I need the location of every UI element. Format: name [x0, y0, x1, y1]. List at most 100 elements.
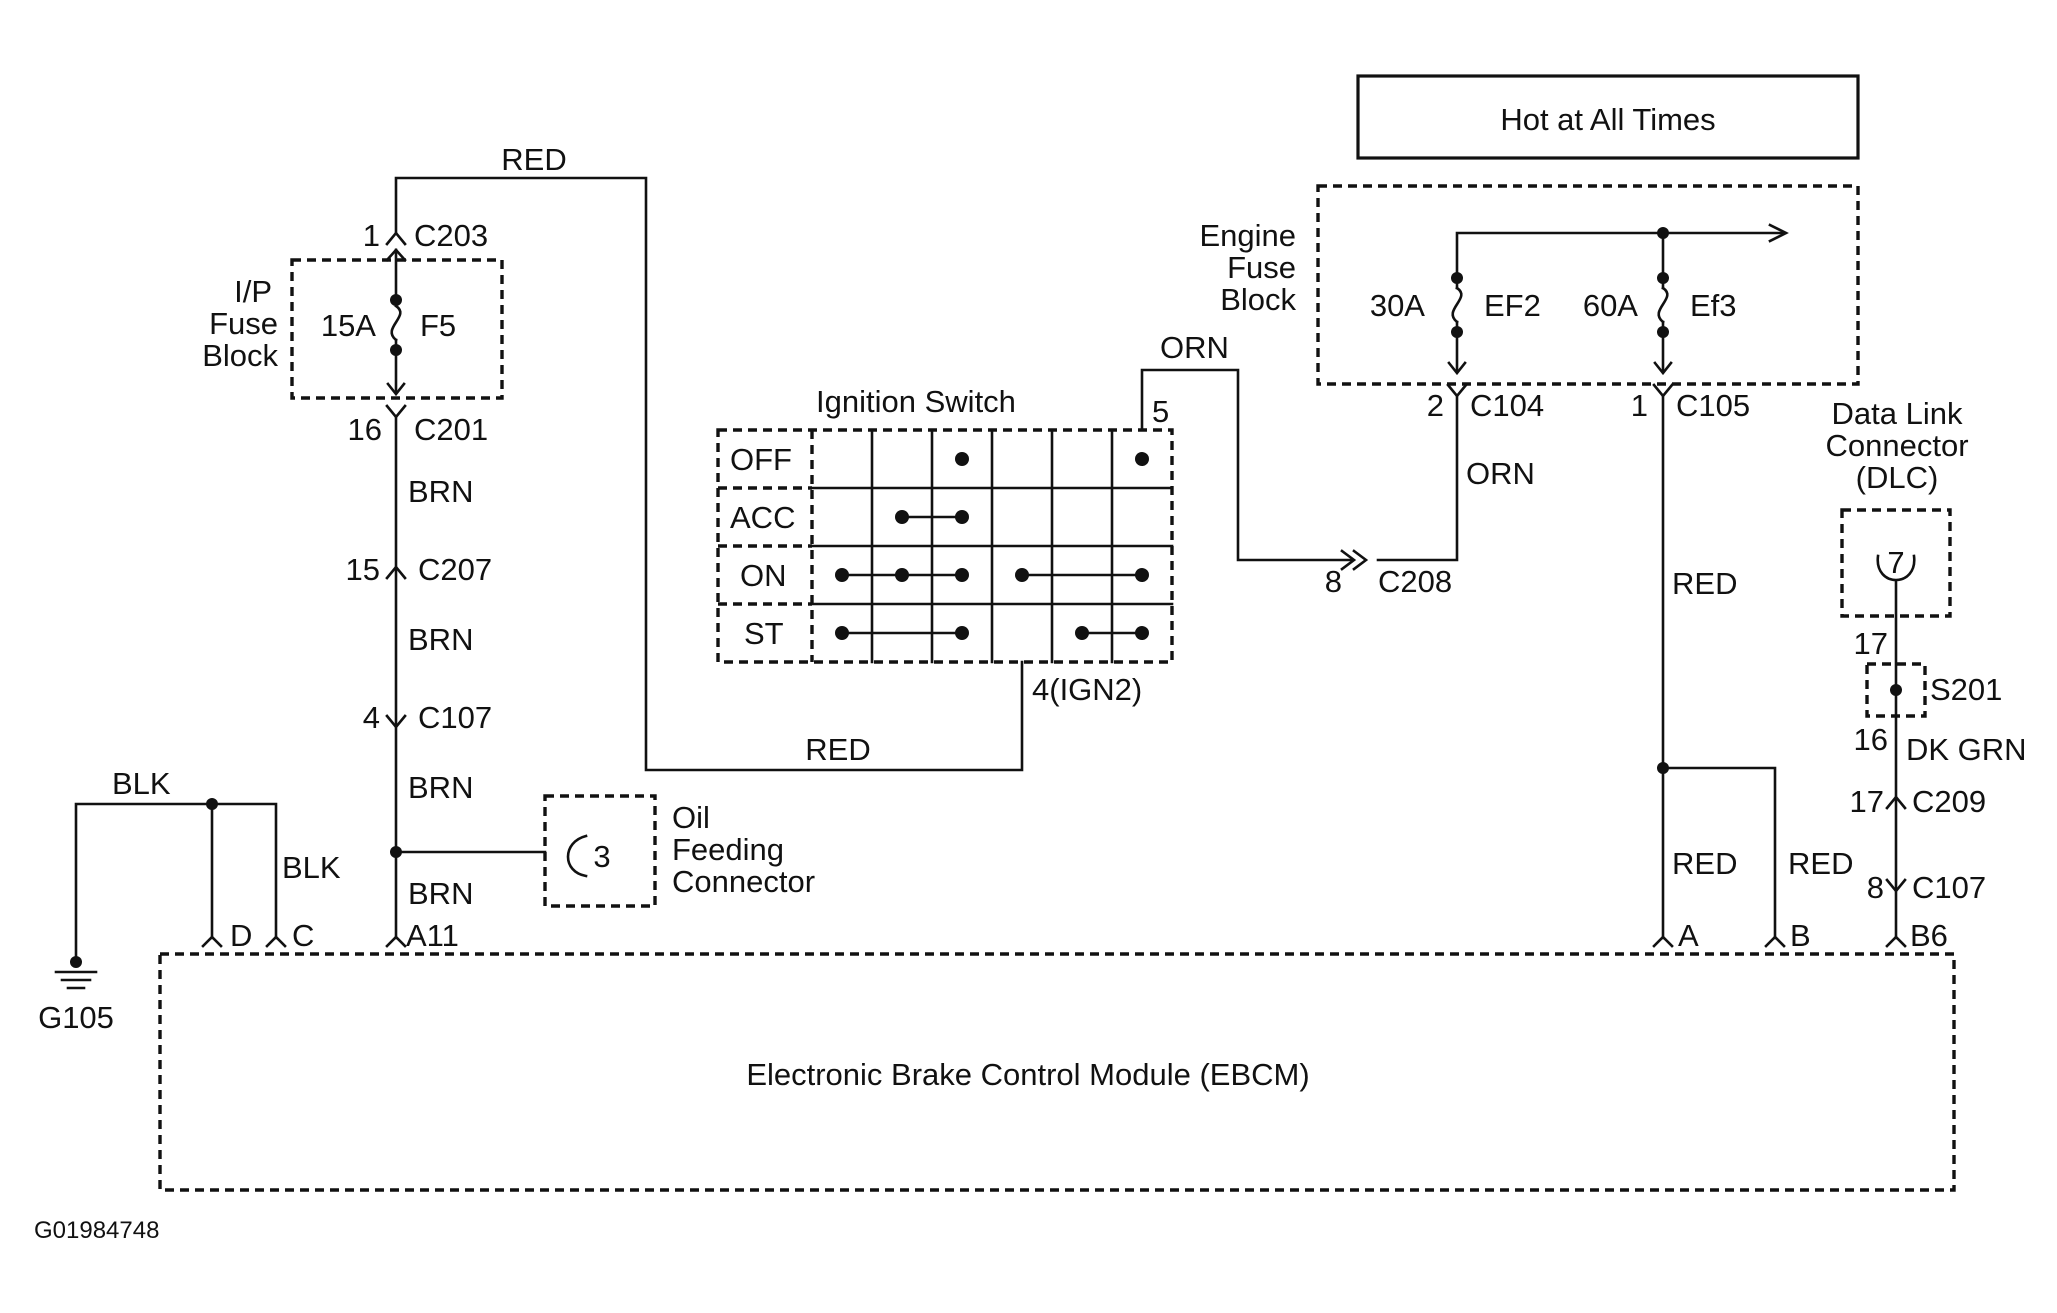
ignition-row-acc: ACC — [730, 500, 795, 535]
wire-brn-1-label: BRN — [408, 474, 473, 509]
splice-s201-pin-bottom: 16 — [1854, 722, 1888, 757]
ebcm-pin-b6: B6 — [1910, 918, 1948, 953]
fuse-f5 — [385, 248, 407, 397]
wire-brn-2-label: BRN — [408, 622, 473, 657]
fuse-ef3-rating: 60A — [1583, 288, 1638, 323]
dlc-label-line3: (DLC) — [1856, 460, 1939, 495]
oil-connector-label-line2: Feeding — [672, 832, 784, 867]
dlc-pin: 7 — [1887, 545, 1904, 580]
connector-c105 — [1652, 383, 1674, 399]
oil-connector-socket-icon — [566, 834, 588, 878]
connector-c203-name: C203 — [414, 218, 488, 253]
connector-c203 — [385, 230, 407, 246]
connector-c209-name: C209 — [1912, 784, 1986, 819]
wire-red-b-label: RED — [1788, 846, 1853, 881]
connector-c207-name: C207 — [418, 552, 492, 587]
dlc-label-line2: Connector — [1825, 428, 1968, 463]
fuse-f5-id: F5 — [420, 308, 456, 343]
oil-feeding-connector-box — [543, 794, 657, 908]
ground-label: G105 — [38, 1000, 114, 1035]
dlc-label-line1: Data Link — [1832, 396, 1963, 431]
fuse-ef3-id: Ef3 — [1690, 288, 1737, 323]
connector-c104-name: C104 — [1470, 388, 1544, 423]
oil-connector-pin: 3 — [593, 839, 610, 874]
wire-brn-3-label: BRN — [408, 770, 473, 805]
connector-c107-left — [385, 714, 407, 730]
wire-blk-top-label: BLK — [112, 766, 171, 801]
wire-red-c105-label: RED — [1672, 566, 1737, 601]
oil-connector-label-line1: Oil — [672, 800, 710, 835]
connector-c201-name: C201 — [414, 412, 488, 447]
wire-blk-ground — [74, 802, 278, 962]
ground-icon — [54, 956, 98, 990]
ebcm-pin-a11: A11 — [406, 918, 459, 953]
figure-id: G01984748 — [34, 1217, 159, 1244]
ignition-switch-title: Ignition Switch — [816, 384, 1016, 419]
connector-c104-pin: 2 — [1427, 388, 1444, 423]
fuse-ef3 — [1653, 231, 1673, 376]
connector-c201-pin: 16 — [348, 412, 382, 447]
fuse-ef2 — [1447, 272, 1467, 376]
connector-c107-right — [1885, 878, 1907, 894]
splice-brn-dot — [390, 846, 402, 858]
splice-s201-dot — [1890, 684, 1902, 696]
connector-c105-pin: 1 — [1631, 388, 1648, 423]
wire-blk-side-label: BLK — [282, 850, 341, 885]
ebcm-pin-terminals — [201, 935, 1907, 948]
hot-at-all-times-label: Hot at All Times — [1500, 102, 1715, 137]
wire-red-ign-label: RED — [805, 732, 870, 767]
ebcm-pin-d: D — [230, 918, 252, 953]
ignition-contacts — [835, 452, 1149, 640]
connector-c207-pin: 15 — [346, 552, 380, 587]
wire-red-top-label: RED — [501, 142, 566, 177]
connector-c105-name: C105 — [1676, 388, 1750, 423]
ebcm-pin-b: B — [1790, 918, 1811, 953]
ebcm-pin-a: A — [1678, 918, 1699, 953]
connector-c107-left-name: C107 — [418, 700, 492, 735]
engine-fuse-bus — [1455, 223, 1789, 280]
fuse-ef2-rating: 30A — [1370, 288, 1425, 323]
fuse-ef2-id: EF2 — [1484, 288, 1541, 323]
ignition-pin-top: 5 — [1152, 394, 1169, 429]
ip-fuse-block-label-line2: Fuse — [209, 306, 278, 341]
splice-red-dot — [1657, 762, 1669, 774]
engine-fuse-block-label-line1: Engine — [1199, 218, 1296, 253]
ignition-row-st: ST — [744, 616, 784, 651]
bus-arrow-icon — [1768, 223, 1789, 243]
ignition-pin-bottom: 4(IGN2) — [1032, 672, 1142, 707]
connector-c209 — [1885, 794, 1907, 810]
splice-s201-name: S201 — [1930, 672, 2002, 707]
ip-fuse-block-label-line1: I/P — [234, 274, 272, 309]
connector-c107-right-name: C107 — [1912, 870, 1986, 905]
wire-orn-c104-label: ORN — [1466, 456, 1535, 491]
ignition-row-on: ON — [740, 558, 787, 593]
engine-fuse-block-label-line3: Block — [1220, 282, 1296, 317]
wire-orn-top-label: ORN — [1160, 330, 1229, 365]
engine-fuse-block-label-line2: Fuse — [1227, 250, 1296, 285]
ip-fuse-block-label-line3: Block — [202, 338, 278, 373]
wire-red-ebcm-b — [1661, 766, 1777, 940]
ignition-row-off: OFF — [730, 442, 792, 477]
connector-c209-pin: 17 — [1850, 784, 1884, 819]
connector-c208-pin: 8 — [1325, 564, 1342, 599]
connector-c208 — [1340, 549, 1369, 571]
ebcm-label: Electronic Brake Control Module (EBCM) — [746, 1057, 1309, 1092]
ebcm-box — [158, 952, 1956, 1192]
ebcm-pin-c: C — [292, 918, 314, 953]
fuse-f5-rating: 15A — [321, 308, 376, 343]
connector-c203-pin: 1 — [363, 218, 380, 253]
wire-orn-ignition-c208 — [1140, 368, 1354, 562]
connector-c107-left-pin: 4 — [363, 700, 380, 735]
splice-blk-dot — [206, 798, 218, 810]
wire-orn-c104-c208 — [1376, 394, 1459, 562]
connector-c104 — [1446, 383, 1468, 399]
wire-red-a-label: RED — [1672, 846, 1737, 881]
connector-c207 — [385, 564, 407, 580]
connector-c208-name: C208 — [1378, 564, 1452, 599]
splice-s201-box — [1865, 662, 1927, 718]
hot-at-all-times-box — [1356, 74, 1860, 160]
connector-c201 — [385, 404, 407, 420]
dlc-box — [1840, 508, 1952, 618]
dlc-socket-icon — [1876, 554, 1916, 582]
